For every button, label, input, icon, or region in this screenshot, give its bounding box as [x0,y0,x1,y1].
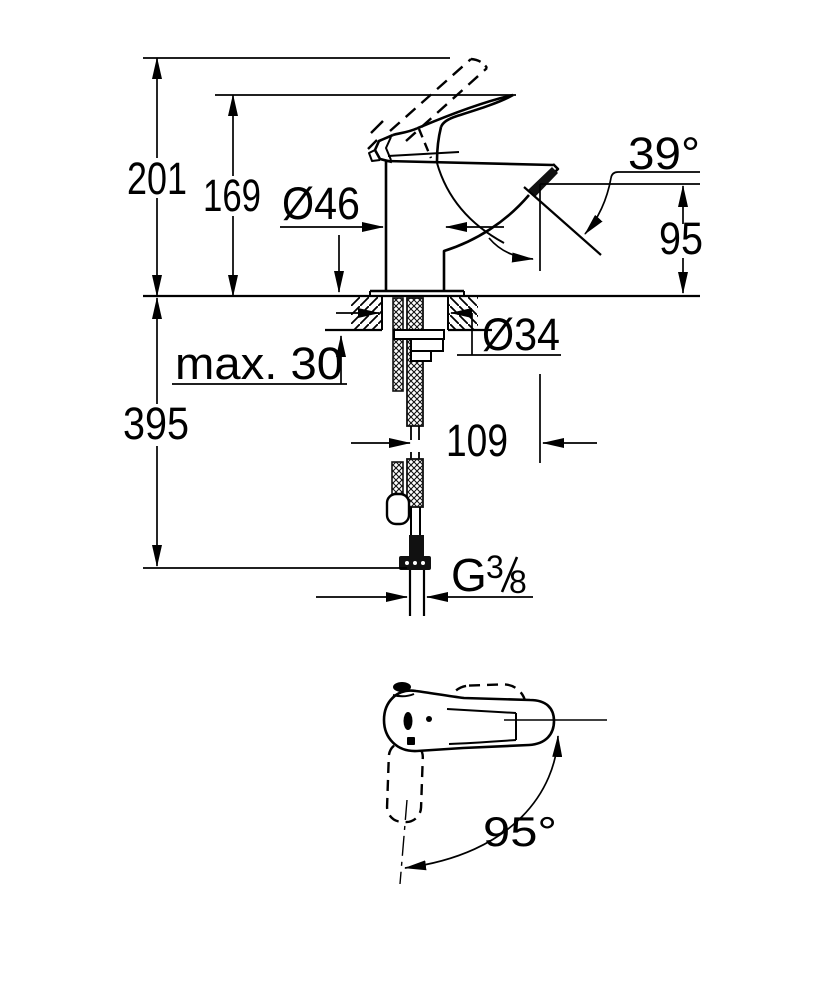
hose-tube [410,507,421,535]
label-stream-angle: 39° [628,128,700,179]
dim-projection [351,374,597,463]
mounting-nut-step2 [410,350,432,362]
label-body-diameter: Ø46 [282,178,360,229]
second-hose [391,461,404,497]
hose-end-cap [385,492,411,526]
indicator-button-base [392,693,415,698]
label-thread-numerator: 3 [486,549,504,585]
supply-hose-lower [406,458,424,508]
dim-hose-length [143,297,407,569]
aerator [528,167,558,197]
faucet-body [369,151,560,296]
dim-deck-thickness [172,235,347,385]
dimensions [143,57,700,602]
nut-knurl-dot [405,561,409,565]
label-deck-thickness: max. 30 [175,338,343,389]
faucet-plan-view: 95° [382,682,607,885]
dim-stream-angle [488,171,700,271]
dim-handle-height [215,94,516,297]
label-hose-length: 395 [123,398,189,449]
thread-end-tube [408,570,426,616]
hose-crimp-sleeve [409,535,424,556]
swivel-arc [404,735,563,871]
dim-hole-diameter [336,308,561,356]
cap-square-dot [407,737,415,745]
cap-logo-mark [403,712,413,730]
faucet-side-view [143,57,700,616]
mounting-stud [392,297,404,392]
handle-rotated-dashed [385,740,425,824]
dim-total-height [143,57,450,297]
label-spout-height: 95 [659,213,703,264]
label-thread-letter: G [451,549,487,601]
hose-break [410,426,420,459]
indicator-button [393,682,411,692]
label-total-height: 201 [127,153,187,204]
label-hole-diameter: Ø34 [482,309,560,360]
handle-lever [368,93,514,164]
mounting-hardware [385,297,445,616]
label-projection: 109 [446,415,508,466]
nut-knurl-dot [413,561,417,565]
label-thread-denominator: 8 [509,564,527,600]
rotated-handle-centerline [399,799,408,885]
mounting-nut-step1 [410,338,444,352]
dim-thread [316,556,533,602]
label-swivel-angle: 95° [483,808,557,855]
mounting-washer [393,329,445,340]
label-handle-height: 169 [203,170,261,221]
cap-dot [426,716,432,722]
dimension-labels: 201 169 Ø46 39° 95 Ø34 max. 30 395 109 G… [123,128,703,601]
nut-knurl-dot [421,561,425,565]
